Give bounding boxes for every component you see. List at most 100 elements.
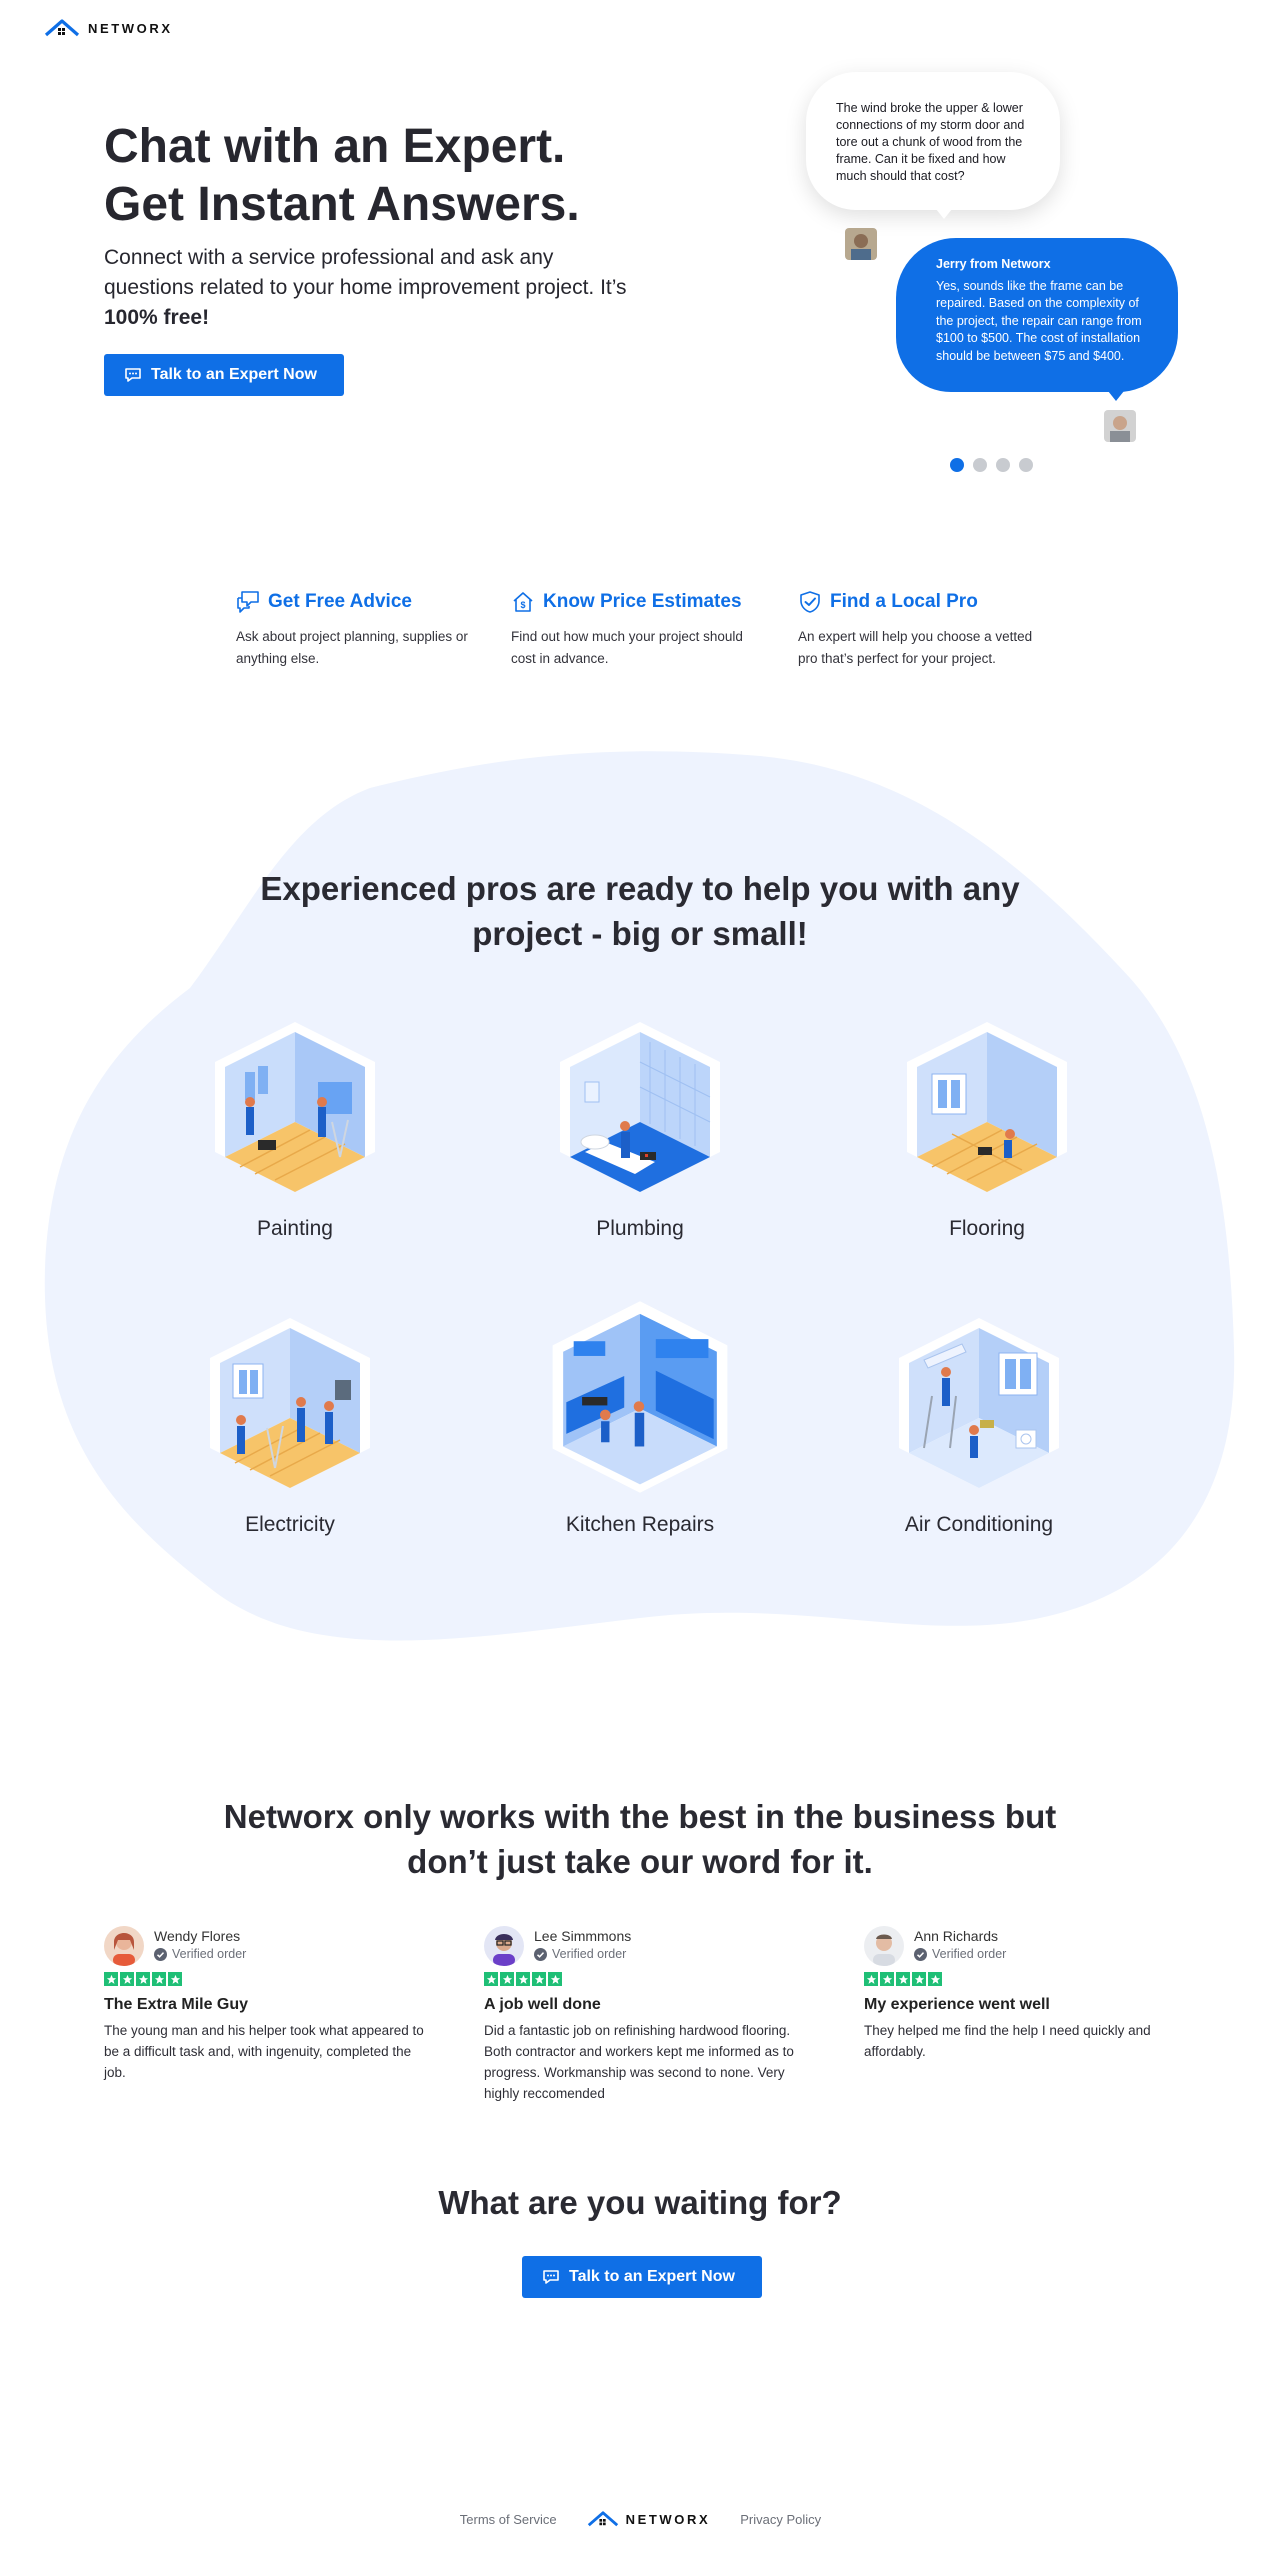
hero-title-line1: Chat with an Expert. <box>104 120 566 173</box>
talk-to-expert-bottom-button[interactable]: Talk to an Expert Now <box>522 2256 762 2298</box>
footer-brand-name: NETWORX <box>625 2511 711 2527</box>
reviewer-name: Wendy Flores <box>154 1928 241 1944</box>
reviewer-name: Lee Simmmons <box>534 1928 632 1944</box>
chat-question-bubble: The wind broke the upper & lower connect… <box>806 72 1060 219</box>
review-body: Did a fantastic job on refinishing hardw… <box>484 2023 794 2101</box>
talk-to-expert-bottom-label: Talk to an Expert Now <box>569 2268 735 2285</box>
house-dollar-icon: $ <box>513 592 533 612</box>
star-icon <box>516 1972 530 1986</box>
carousel-dots <box>950 458 1033 472</box>
feature-local-pro: Find a Local Pro An expert will help you… <box>798 590 1038 670</box>
star-icon <box>864 1972 878 1986</box>
verified-check-icon <box>534 1947 547 1961</box>
hero-subtitle-text: Connect with a service professional and … <box>104 246 627 299</box>
footer: Terms of Service NETWORX Privacy Policy <box>0 2510 1281 2528</box>
review-title: My experience went well <box>864 1996 1050 2013</box>
house-logo-icon <box>44 19 80 37</box>
header-logo[interactable]: NETWORX <box>44 18 173 38</box>
verified-label: Verified order <box>172 1947 247 1961</box>
reviews-title: Networx only works with the best in the … <box>223 1798 1057 1880</box>
star-icon <box>120 1972 134 1986</box>
carousel-dot[interactable] <box>950 458 964 472</box>
verified-badge: Verified order <box>914 1947 1006 1961</box>
reviewer-avatar <box>484 1926 524 1966</box>
feature-desc: Find out how much your project should co… <box>511 629 743 666</box>
verified-label: Verified order <box>552 1947 627 1961</box>
review-card: Lee Simmmons Verified order A job well d… <box>484 1926 814 2104</box>
privacy-policy-link[interactable]: Privacy Policy <box>740 2511 822 2527</box>
talk-to-expert-label: Talk to an Expert Now <box>151 366 317 383</box>
review-body: They helped me find the help I need quic… <box>864 2023 1151 2059</box>
service-card-kitchen-repairs[interactable]: Kitchen Repairs <box>515 1296 765 1537</box>
chat-question-text: The wind broke the upper & lower connect… <box>836 101 1025 183</box>
hero-title: Chat with an Expert. Get Instant Answers… <box>104 118 664 234</box>
terms-of-service-link[interactable]: Terms of Service <box>459 2511 557 2527</box>
star-icon <box>152 1972 166 1986</box>
verified-badge: Verified order <box>534 1947 631 1961</box>
svg-text:$: $ <box>520 600 525 610</box>
feature-price-estimates: $ Know Price Estimates Find out how much… <box>511 590 751 670</box>
verified-label: Verified order <box>932 1947 1007 1961</box>
rating-stars <box>864 1972 1194 1986</box>
feature-title: Get Free Advice <box>268 591 412 612</box>
hero-subtitle: Connect with a service professional and … <box>104 243 644 333</box>
verified-badge: Verified order <box>154 1947 246 1961</box>
review-title: The Extra Mile Guy <box>104 1996 249 2013</box>
star-icon <box>532 1972 546 1986</box>
service-label: Flooring <box>949 1217 1025 1240</box>
expert-avatar <box>1104 410 1136 442</box>
star-icon <box>136 1972 150 1986</box>
review-card: Wendy Flores Verified order The Extra Mi… <box>104 1926 434 2083</box>
review-title: A job well done <box>484 1996 601 2013</box>
talk-to-expert-button[interactable]: Talk to an Expert Now <box>104 354 344 396</box>
carousel-dot[interactable] <box>973 458 987 472</box>
feature-desc: Ask about project planning, supplies or … <box>236 629 468 666</box>
reviewer-name: Ann Richards <box>914 1928 999 1944</box>
review-card: Ann Richards Verified order My experienc… <box>864 1926 1194 2062</box>
chat-answer-bubble: Jerry from Networx Yes, sounds like the … <box>896 238 1178 401</box>
shield-check-icon <box>800 591 820 613</box>
star-icon <box>484 1972 498 1986</box>
air-conditioning-illustration <box>899 1318 1059 1488</box>
chat-icon <box>237 591 259 613</box>
house-logo-icon <box>587 2511 618 2527</box>
chat-answer-from: Jerry from Networx <box>936 257 1051 271</box>
service-label: Kitchen Repairs <box>565 1513 715 1536</box>
verified-check-icon <box>914 1947 927 1961</box>
rating-stars <box>104 1972 434 1986</box>
electricity-illustration <box>210 1318 370 1488</box>
reviewer-avatar <box>104 1926 144 1966</box>
service-card-flooring[interactable]: Flooring <box>862 1012 1112 1241</box>
star-icon <box>168 1972 182 1986</box>
star-icon <box>912 1972 926 1986</box>
service-label: Air Conditioning <box>904 1513 1054 1536</box>
painting-illustration <box>215 1022 375 1192</box>
feature-title: Find a Local Pro <box>830 591 978 612</box>
carousel-dot[interactable] <box>996 458 1010 472</box>
kitchen-illustration <box>552 1301 728 1493</box>
service-card-plumbing[interactable]: Plumbing <box>515 1012 765 1241</box>
service-card-painting[interactable]: Painting <box>170 1012 420 1241</box>
carousel-dot[interactable] <box>1019 458 1033 472</box>
hero-title-line2: Get Instant Answers. <box>104 178 580 231</box>
plumbing-illustration <box>560 1022 720 1192</box>
chat-answer-text: Yes, sounds like the frame can be repair… <box>936 278 1142 363</box>
service-label: Electricity <box>245 1513 335 1536</box>
chat-bubble-icon <box>543 2270 559 2284</box>
service-card-air-conditioning[interactable]: Air Conditioning <box>854 1308 1104 1537</box>
footer-logo[interactable]: NETWORX <box>587 2510 711 2528</box>
hero-subtitle-bold: 100% free! <box>104 306 210 329</box>
star-icon <box>896 1972 910 1986</box>
brand-name: NETWORX <box>88 20 173 36</box>
star-icon <box>104 1972 118 1986</box>
chat-bubble-icon <box>125 368 141 382</box>
service-card-electricity[interactable]: Electricity <box>165 1308 415 1537</box>
flooring-illustration <box>907 1022 1067 1192</box>
reviewer-avatar <box>864 1926 904 1966</box>
service-label: Plumbing <box>596 1217 684 1240</box>
customer-avatar <box>845 228 877 260</box>
feature-title: Know Price Estimates <box>543 591 742 612</box>
services-title: Experienced pros are ready to help you w… <box>260 870 1020 952</box>
waiting-title: What are you waiting for? <box>438 2184 842 2221</box>
feature-desc: An expert will help you choose a vetted … <box>798 629 1033 666</box>
